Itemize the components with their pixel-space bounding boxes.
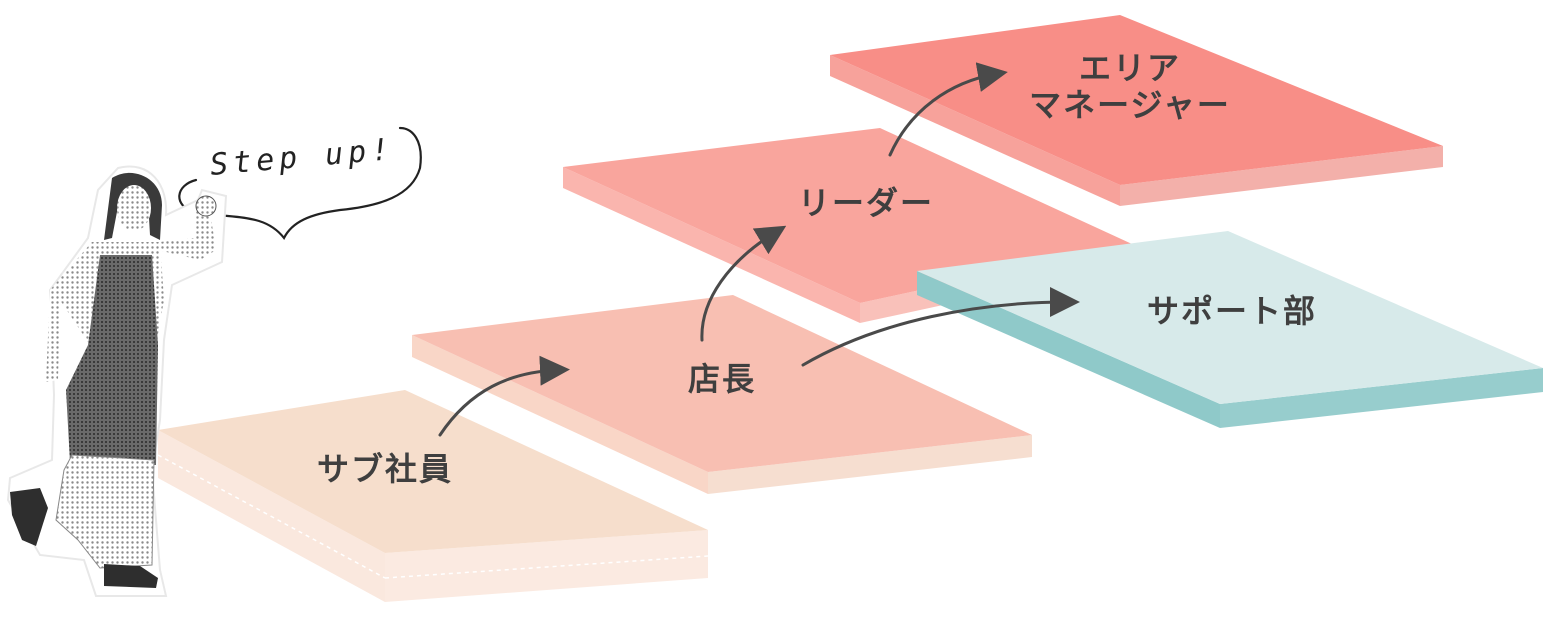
area-manager-label-line1: エリア	[1079, 49, 1181, 87]
leader-label: リーダー	[798, 184, 934, 222]
step-support-dept: サポート部	[917, 231, 1543, 428]
sub-employee-label: サブ社員	[317, 450, 453, 488]
person-illustration-icon	[8, 166, 226, 596]
area-manager-label-line2: マネージャー	[1029, 86, 1231, 124]
person-fist	[196, 196, 216, 216]
support-dept-label: サポート部	[1147, 292, 1317, 330]
person-face	[117, 185, 151, 231]
store-manager-label: 店長	[688, 360, 756, 398]
speech-bubble-text: Step up!	[209, 132, 396, 183]
